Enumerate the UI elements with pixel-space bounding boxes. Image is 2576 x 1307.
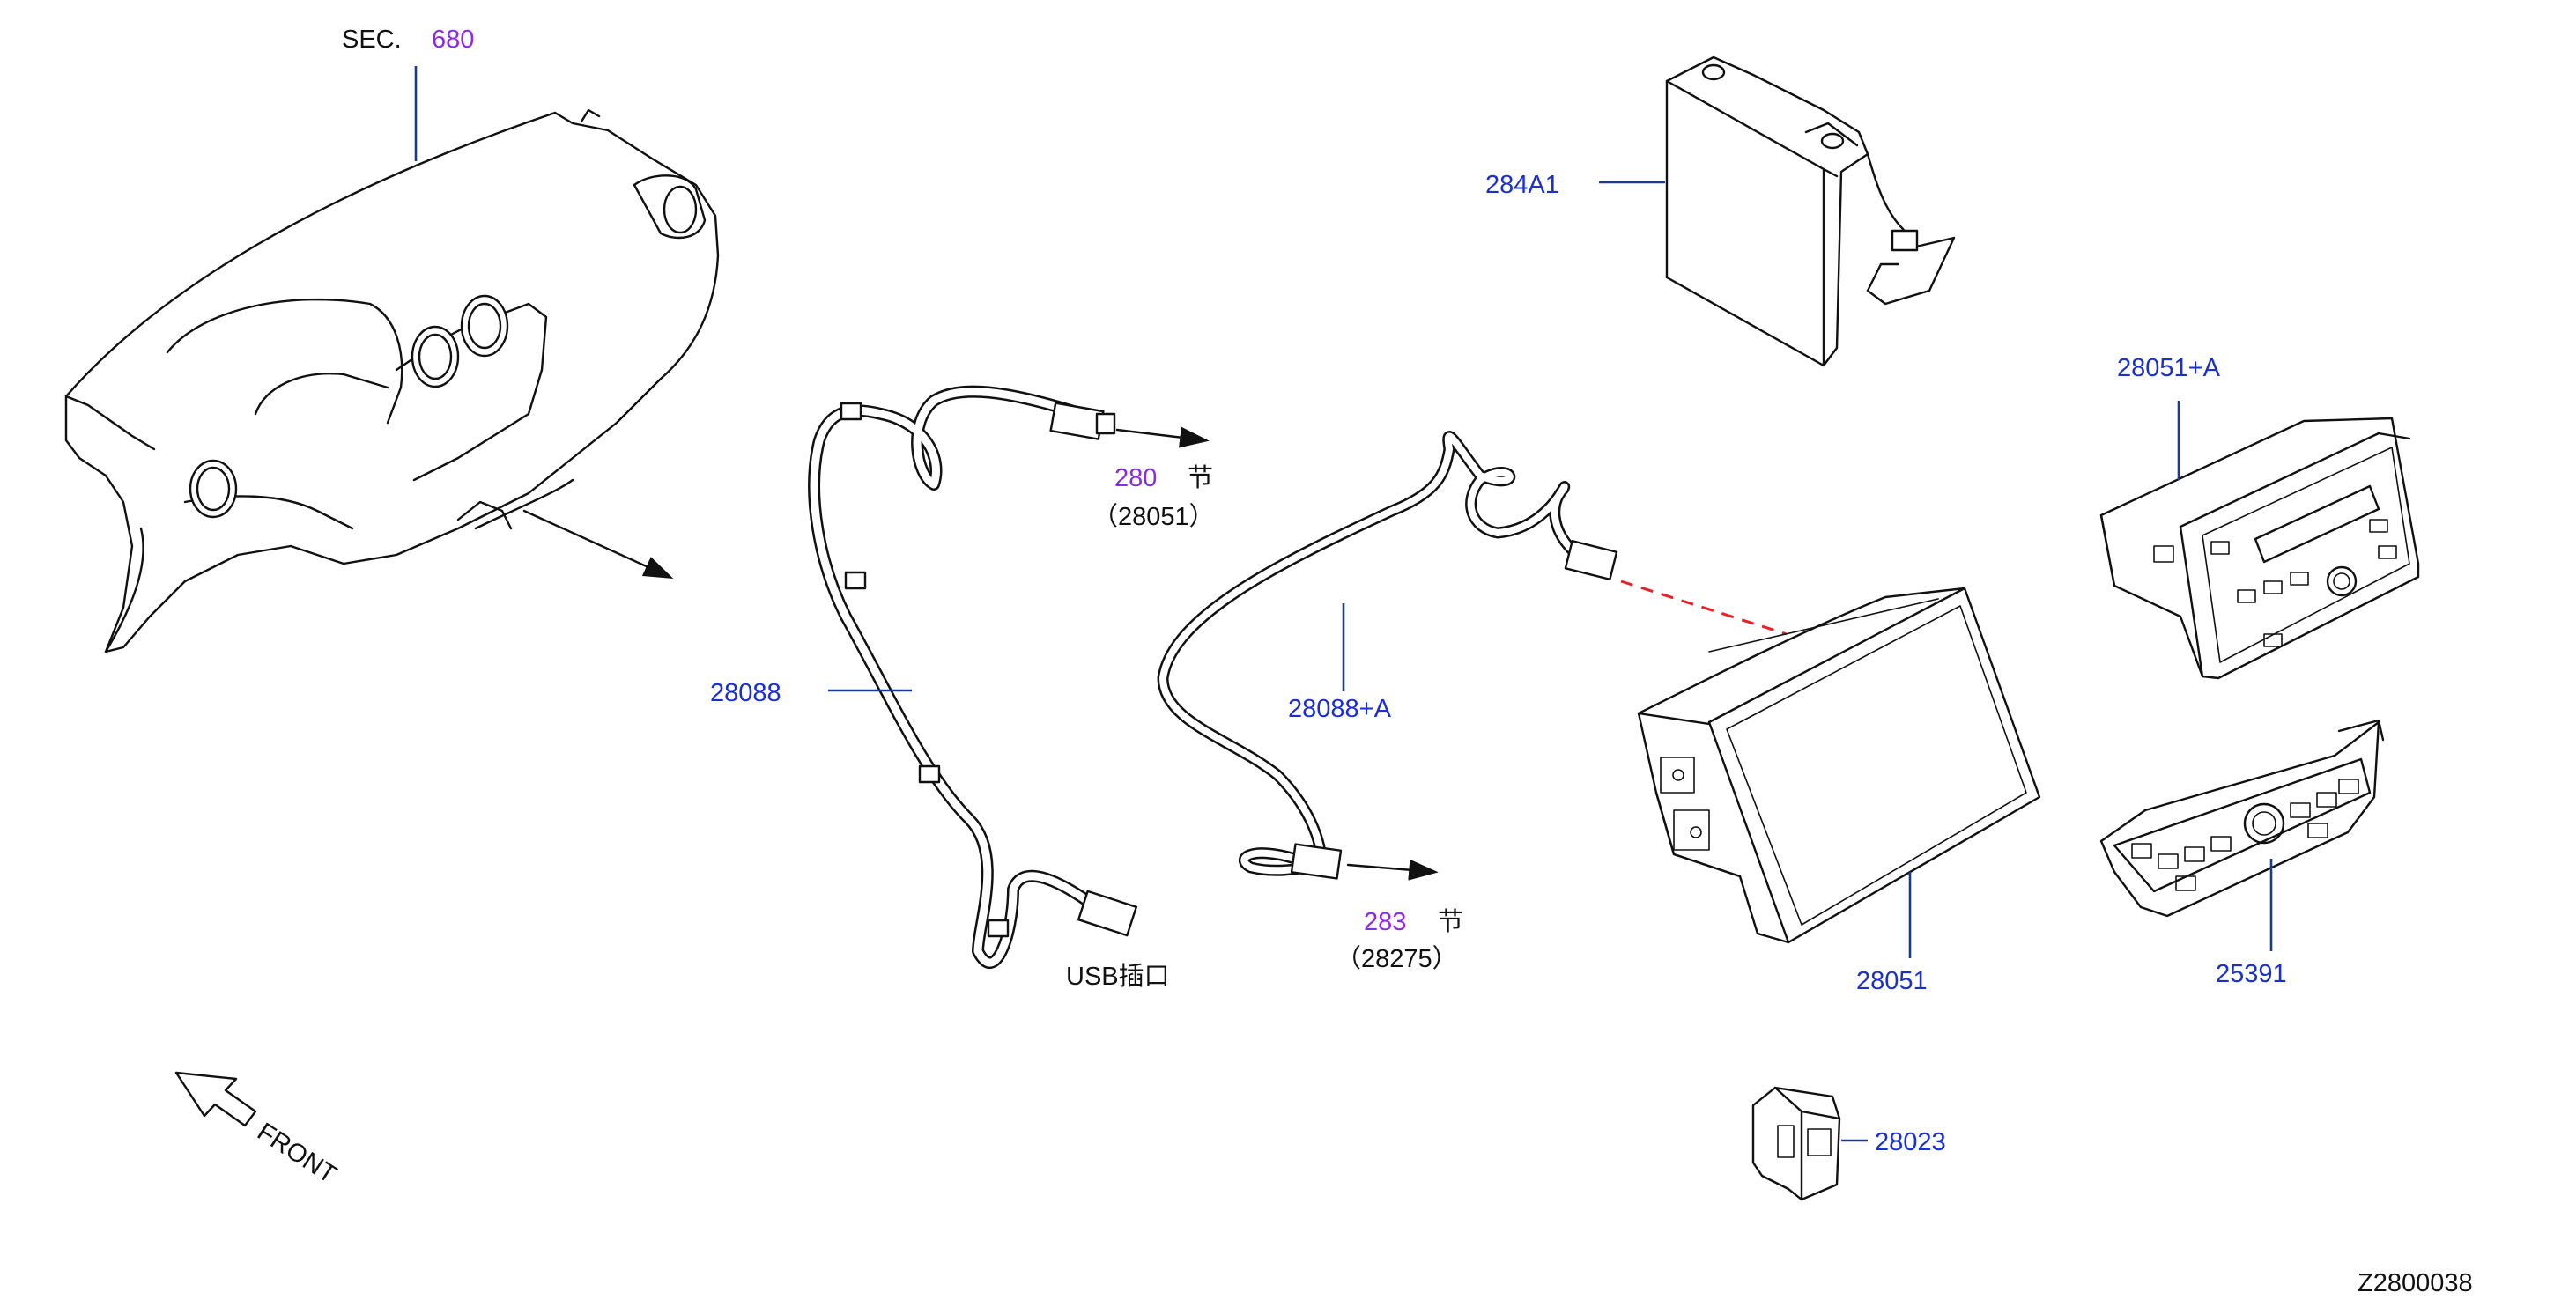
reference-283[interactable]: 283 节 （28275） [1336,907,1463,973]
diagram-id: Z2800038 [2358,1269,2473,1297]
arrow-to-harness [522,509,674,579]
front-arrow-icon [174,1071,257,1127]
section-prefix: SEC. [342,26,402,54]
part-284A1-label[interactable]: 284A1 [1485,171,1559,199]
part-28051-label[interactable]: 28051 [1856,967,1928,995]
part-25391-label[interactable]: 25391 [2216,960,2287,988]
reference-283-number: 283 [1364,908,1406,936]
usb-port-28023-illustration [1751,1086,1841,1201]
headunit-28051A-illustration [2099,417,2420,680]
module-284A1-illustration [1665,55,1956,367]
usb-port-label: USB插口 [1066,962,1170,991]
arrow-to-280 [1115,426,1210,448]
reference-280-number: 280 [1114,464,1157,492]
reference-280[interactable]: 280 节 （28051） [1092,463,1215,531]
part-28088A-label[interactable]: 28088+A [1288,695,1392,723]
section-reference-680[interactable]: SEC. 680 [342,26,474,54]
section-number: 680 [432,26,474,54]
part-28023-label[interactable]: 28023 [1875,1128,1946,1156]
reference-283-sub: （28275） [1336,945,1458,973]
arrow-to-283 [1346,859,1439,881]
display-28051-illustration [1637,587,2041,944]
climate-panel-25391-illustration [2099,719,2385,918]
front-direction-indicator: FRONT [174,1071,342,1189]
part-28051A-label[interactable]: 28051+A [2117,354,2221,382]
harness-28088A-illustration [1157,431,1618,880]
reference-283-mark: 节 [1438,907,1463,936]
harness-28088-illustration [808,385,1138,969]
reference-280-mark: 节 [1188,463,1213,492]
front-label: FRONT [252,1118,341,1189]
reference-280-sub: （28051） [1092,503,1215,531]
dashboard-illustration [64,108,720,654]
dashed-connection-line [1620,580,1788,636]
part-28088-label[interactable]: 28088 [710,679,781,707]
